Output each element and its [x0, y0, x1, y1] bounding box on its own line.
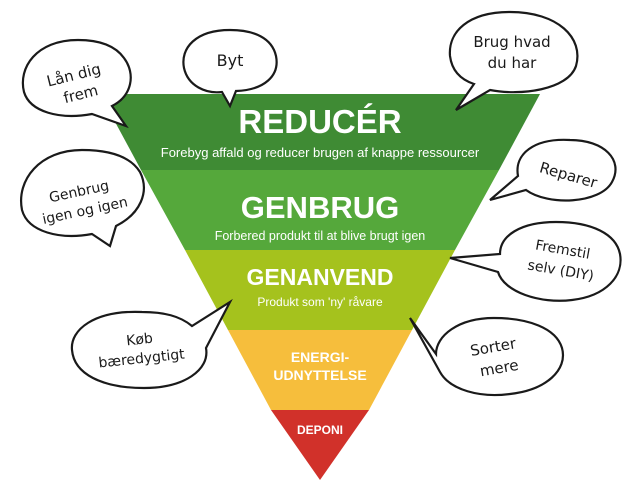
tier-genanvend-title: GENANVEND: [247, 264, 394, 290]
bubble-reparer: Reparer: [489, 138, 617, 202]
tier-reducer-subtitle: Forebyg affald og reducer brugen af knap…: [161, 145, 480, 160]
tier-energi: [228, 330, 412, 410]
bubble-brug-line1: Brug hvad: [473, 33, 550, 51]
tier-deponi: [271, 410, 369, 480]
bubble-koeb-baeredygtigt: Køb bæredygtigt: [70, 298, 233, 390]
tier-deponi-title: DEPONI: [297, 423, 343, 437]
bubble-byt: Byt: [182, 28, 278, 109]
tier-genbrug-subtitle: Forbered produkt til at blive brugt igen: [215, 229, 426, 243]
bubble-byt-text: Byt: [217, 51, 244, 70]
bubble-laan-dig-frem: Lån dig frem: [21, 38, 132, 129]
bubble-genbrug-igen: Genbrug igen og igen: [20, 148, 145, 248]
bubble-brug-line2: du har: [488, 54, 537, 72]
bubble-brug-hvad-du-har: Brug hvad du har: [448, 10, 579, 111]
tier-reducer: [100, 94, 540, 170]
tier-energi-title-line1: ENERGI-: [291, 349, 350, 365]
tier-genbrug: [141, 170, 499, 250]
tier-genanvend: [185, 250, 455, 330]
bubble-fremstil-selv: Fremstil selv (DIY): [449, 220, 622, 302]
bubble-koeb-line1: Køb: [125, 331, 153, 350]
tier-energi-title-line2: UDNYTTELSE: [273, 367, 366, 383]
tier-genanvend-subtitle: Produkt som 'ny' råvare: [257, 295, 383, 309]
tier-reducer-title: REDUCÉR: [238, 103, 401, 140]
bubble-sorter-mere: Sorter mere: [409, 316, 565, 397]
tier-genbrug-title: GENBRUG: [241, 190, 399, 225]
waste-pyramid: REDUCÉR Forebyg affald og reducer brugen…: [100, 94, 540, 480]
